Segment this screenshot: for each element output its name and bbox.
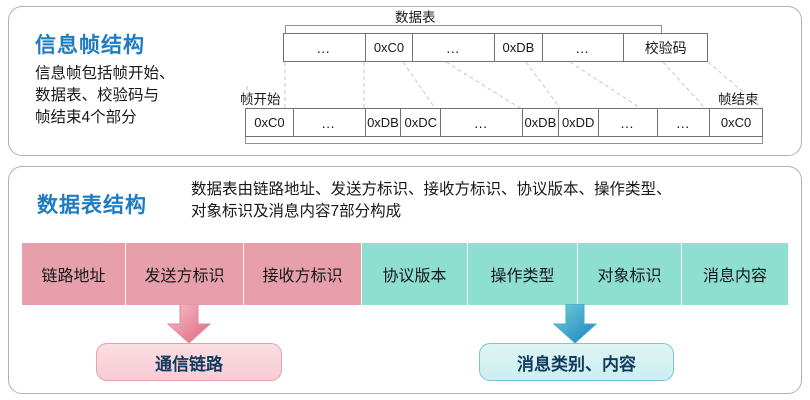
frame-end-label: 帧结束: [718, 92, 759, 107]
frame-cell: 0xC0: [246, 109, 294, 136]
frame-cell: 0xDB: [522, 109, 559, 136]
frame-top-row: …0xC0…0xDB…校验码: [283, 33, 708, 62]
frame-cell: 0xC0: [710, 109, 762, 136]
table-panel-title: 数据表结构: [37, 194, 147, 217]
frame-panel-title: 信息帧结构: [35, 34, 145, 57]
frame-cell: …: [284, 34, 366, 61]
frame-cell: 0xDD: [558, 109, 599, 136]
frame-cell: …: [441, 109, 523, 136]
data-table-segment: 对象标识: [578, 243, 682, 305]
frame-panel-description: 信息帧包括帧开始、 数据表、校验码与 帧结束4个部分: [35, 65, 175, 126]
data-table-segment: 链路地址: [22, 243, 126, 305]
frame-cell: 0xC0: [365, 34, 414, 61]
data-table-segment: 接收方标识: [244, 243, 362, 305]
frame-cell: 0xDB: [365, 109, 402, 136]
data-table-segment: 协议版本: [362, 243, 468, 305]
blue-down-arrow-icon: [553, 304, 597, 344]
callout-message-type-content: 消息类别、内容: [479, 343, 674, 381]
frame-start-label: 帧开始: [240, 92, 281, 107]
frame-cell: …: [598, 109, 659, 136]
frame-cell: 0xDB: [495, 34, 543, 61]
callout-communication-link: 通信链路: [96, 343, 282, 381]
frame-cell: …: [542, 34, 625, 61]
frame-cell: …: [658, 109, 711, 136]
data-table-segment: 发送方标识: [126, 243, 244, 305]
data-table-segments: 链路地址发送方标识接收方标识协议版本操作类型对象标识消息内容: [22, 243, 788, 305]
frame-cell: …: [293, 109, 366, 136]
pink-down-arrow-icon: [167, 304, 211, 344]
data-table-bracket: [285, 25, 662, 33]
data-table-bracket-label: 数据表: [395, 10, 436, 25]
frame-cell: 0xDC: [401, 109, 442, 136]
data-table-segment: 操作类型: [468, 243, 578, 305]
table-panel-description: 数据表由链路地址、发送方标识、接收方标识、协议版本、操作类型、 对象标识及消息内…: [191, 181, 672, 220]
data-table-segment: 消息内容: [682, 243, 788, 305]
frame-span-bracket: [245, 137, 763, 144]
frame-cell: …: [413, 34, 495, 61]
frame-cell: 校验码: [624, 34, 707, 61]
